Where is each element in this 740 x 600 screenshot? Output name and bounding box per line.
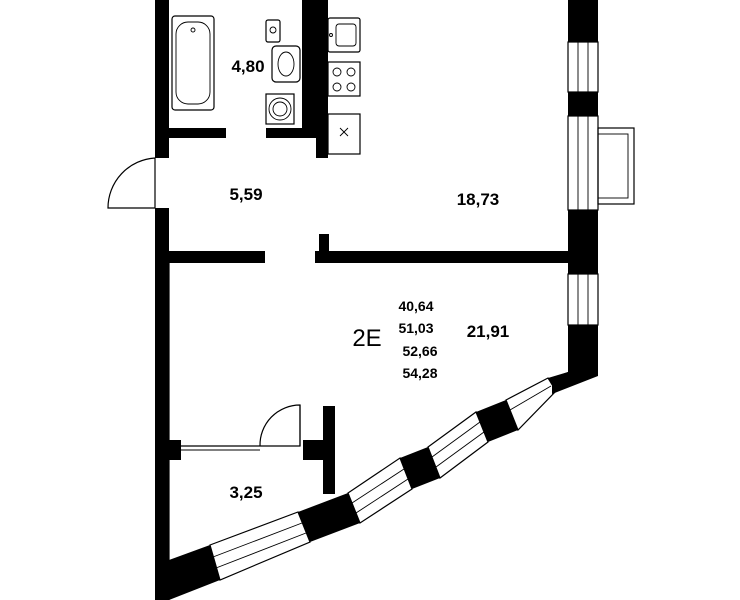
window-right-1 [567,41,599,93]
window-diag-2 [347,457,413,524]
fixtures [171,15,361,155]
apartment-total-2: 51,03 [398,320,433,336]
doors [107,157,301,447]
apartment-total-4: 54,28 [402,365,437,381]
entrance-door [107,157,156,209]
wall-bath-bottom-r [266,128,316,138]
window-diag-1 [209,511,311,581]
labels: 4,80 5,59 18,73 21,91 3,25 2E 40,64 51,0… [229,57,509,502]
wall-bath-bottom [169,128,226,138]
window-right-2 [567,115,599,211]
wall-loggia-jamb [303,440,323,460]
wall-living-bottom [315,251,568,263]
wall-loggia-right [323,406,335,494]
wall-diag-piece3 [400,447,440,489]
apartment-code: 2E [352,325,381,352]
apartment-total-1: 40,64 [398,298,433,314]
wall-loggia-top [169,440,181,460]
apartment-total-3: 52,66 [402,343,437,359]
room-area-hall: 5,59 [229,185,262,204]
windows [209,41,635,581]
toilet-icon [265,19,281,43]
room-area-kitchen-living: 18,73 [457,190,500,209]
room-area-loggia: 3,25 [229,483,262,502]
wall-diag-piece5 [548,372,568,391]
walls [155,0,598,600]
wall-left-top [155,0,169,158]
wall-right-top [568,0,598,42]
wall-living-stub [319,234,329,251]
wall-left-bottom [155,208,169,600]
wall-diag-piece1 [169,545,220,600]
wall-right-pier2 [568,210,598,274]
room-outlines [168,263,260,600]
fridge-icon [327,113,361,155]
room-area-bedroom: 21,91 [467,322,510,341]
wall-hall-bottom [169,251,265,263]
window-right-3 [567,273,599,326]
sink-icon [271,45,301,83]
kitchen-sink-icon [327,17,361,53]
wall-diag-piece4 [476,400,518,442]
wall-diag-piece2 [298,493,360,542]
room-area-bathroom: 4,80 [231,57,264,76]
wall-right-pier1 [568,92,598,116]
washing-machine-icon [265,93,295,125]
wall-bath-right [302,0,316,138]
french-balcony [597,127,635,205]
wall-kitchen-left [316,0,328,158]
bathtub-icon [171,15,215,111]
loggia-door [259,404,301,447]
window-diag-3 [427,411,489,479]
window-diag-4 [505,377,557,432]
stove-icon [327,61,361,97]
